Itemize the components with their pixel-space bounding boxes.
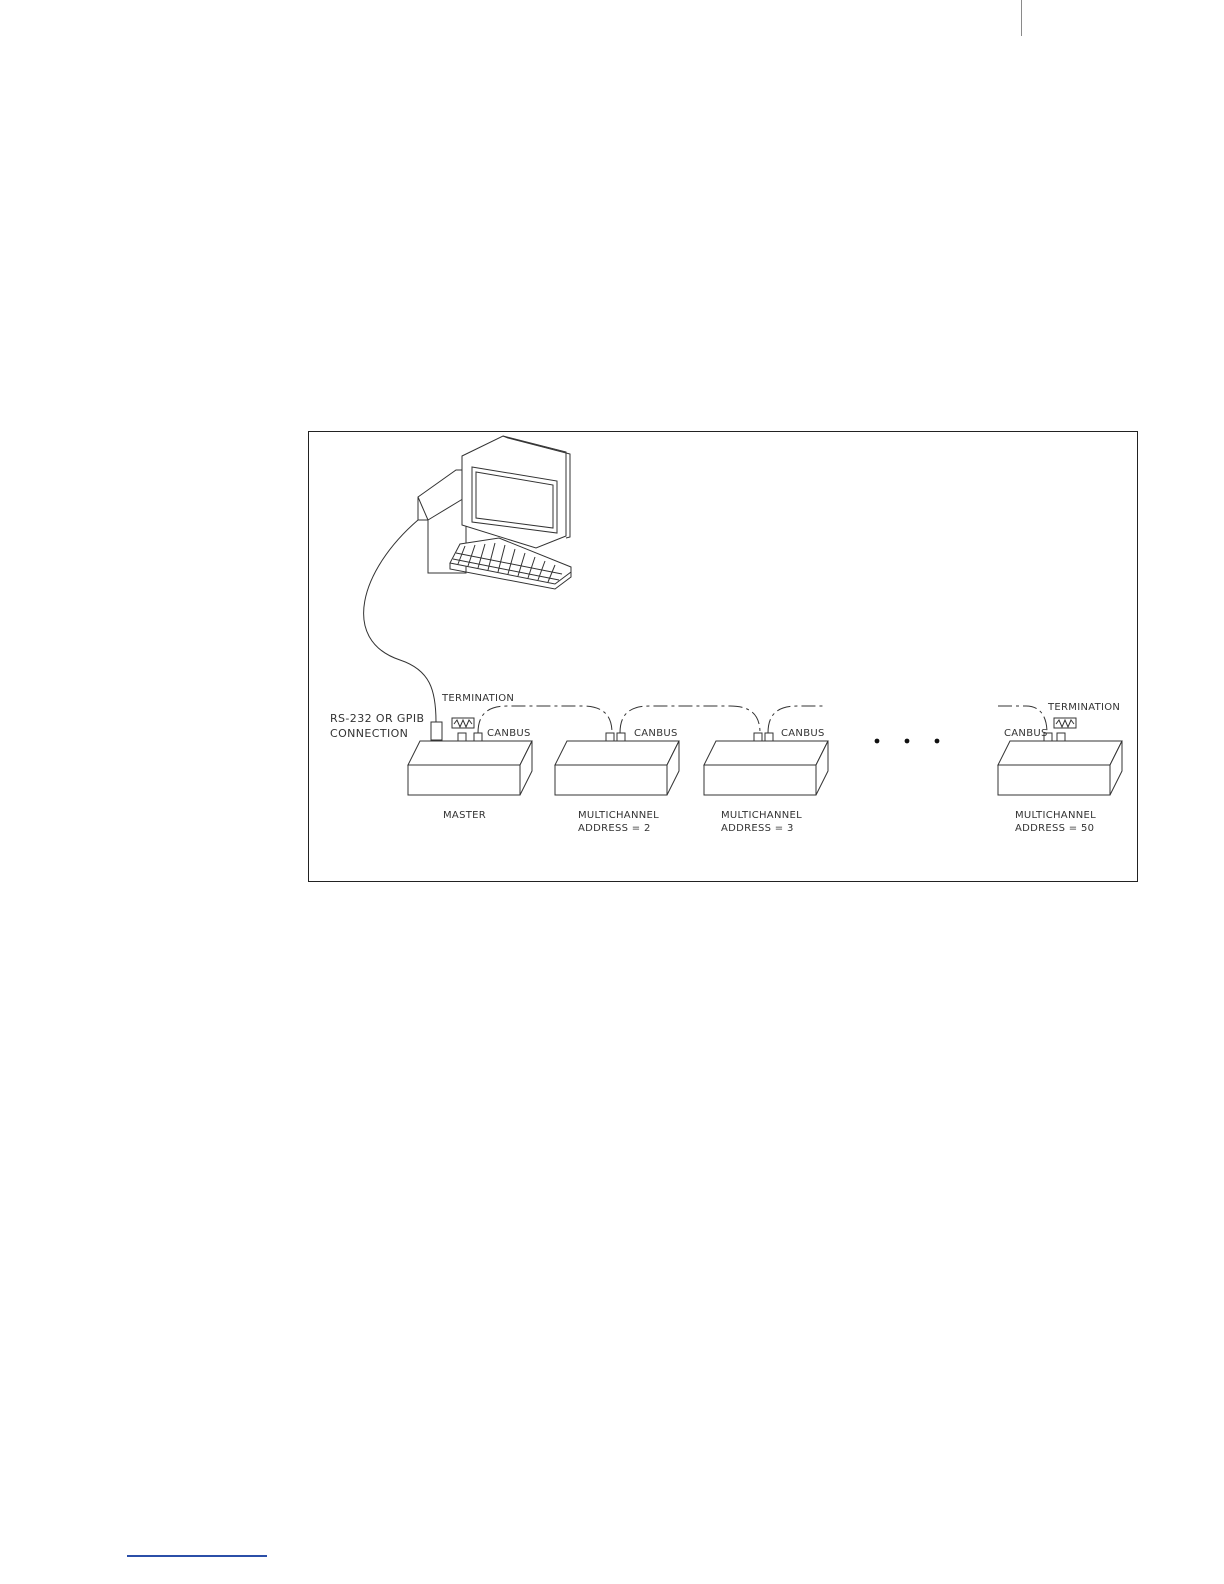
unit3-label-line1: MULTICHANNEL <box>721 810 802 821</box>
master-unit <box>408 733 532 795</box>
unit2-label-line1: MULTICHANNEL <box>578 810 659 821</box>
multichannel-unit-2 <box>555 733 679 795</box>
unit50-label-line2: ADDRESS = 50 <box>1015 823 1094 834</box>
canbus-cables <box>478 706 1047 733</box>
page-footer-rule <box>127 1555 267 1557</box>
ellipsis-icon <box>875 739 940 744</box>
computer-icon <box>418 436 571 589</box>
serial-cable <box>364 520 436 722</box>
serial-connection-label-line2: CONNECTION <box>330 727 408 740</box>
canbus-label-unit2: CANBUS <box>634 728 678 739</box>
termination-label-left: TERMINATION <box>441 693 514 704</box>
multichannel-unit-3 <box>704 733 828 795</box>
multichannel-unit-50 <box>998 733 1122 795</box>
resistor-icon <box>1054 718 1076 728</box>
unit2-label-line2: ADDRESS = 2 <box>578 823 651 834</box>
serial-connection-label-line1: RS-232 OR GPIB <box>330 712 424 725</box>
serial-connector <box>431 722 442 740</box>
unit3-label-line2: ADDRESS = 3 <box>721 823 794 834</box>
canbus-label-unit50: CANBUS <box>1004 728 1048 739</box>
unit50-label-line1: MULTICHANNEL <box>1015 810 1096 821</box>
canbus-label-master: CANBUS <box>487 728 531 739</box>
termination-label-right: TERMINATION <box>1047 702 1120 713</box>
canbus-label-unit3: CANBUS <box>781 728 825 739</box>
resistor-icon <box>452 718 474 728</box>
master-label: MASTER <box>443 810 486 821</box>
